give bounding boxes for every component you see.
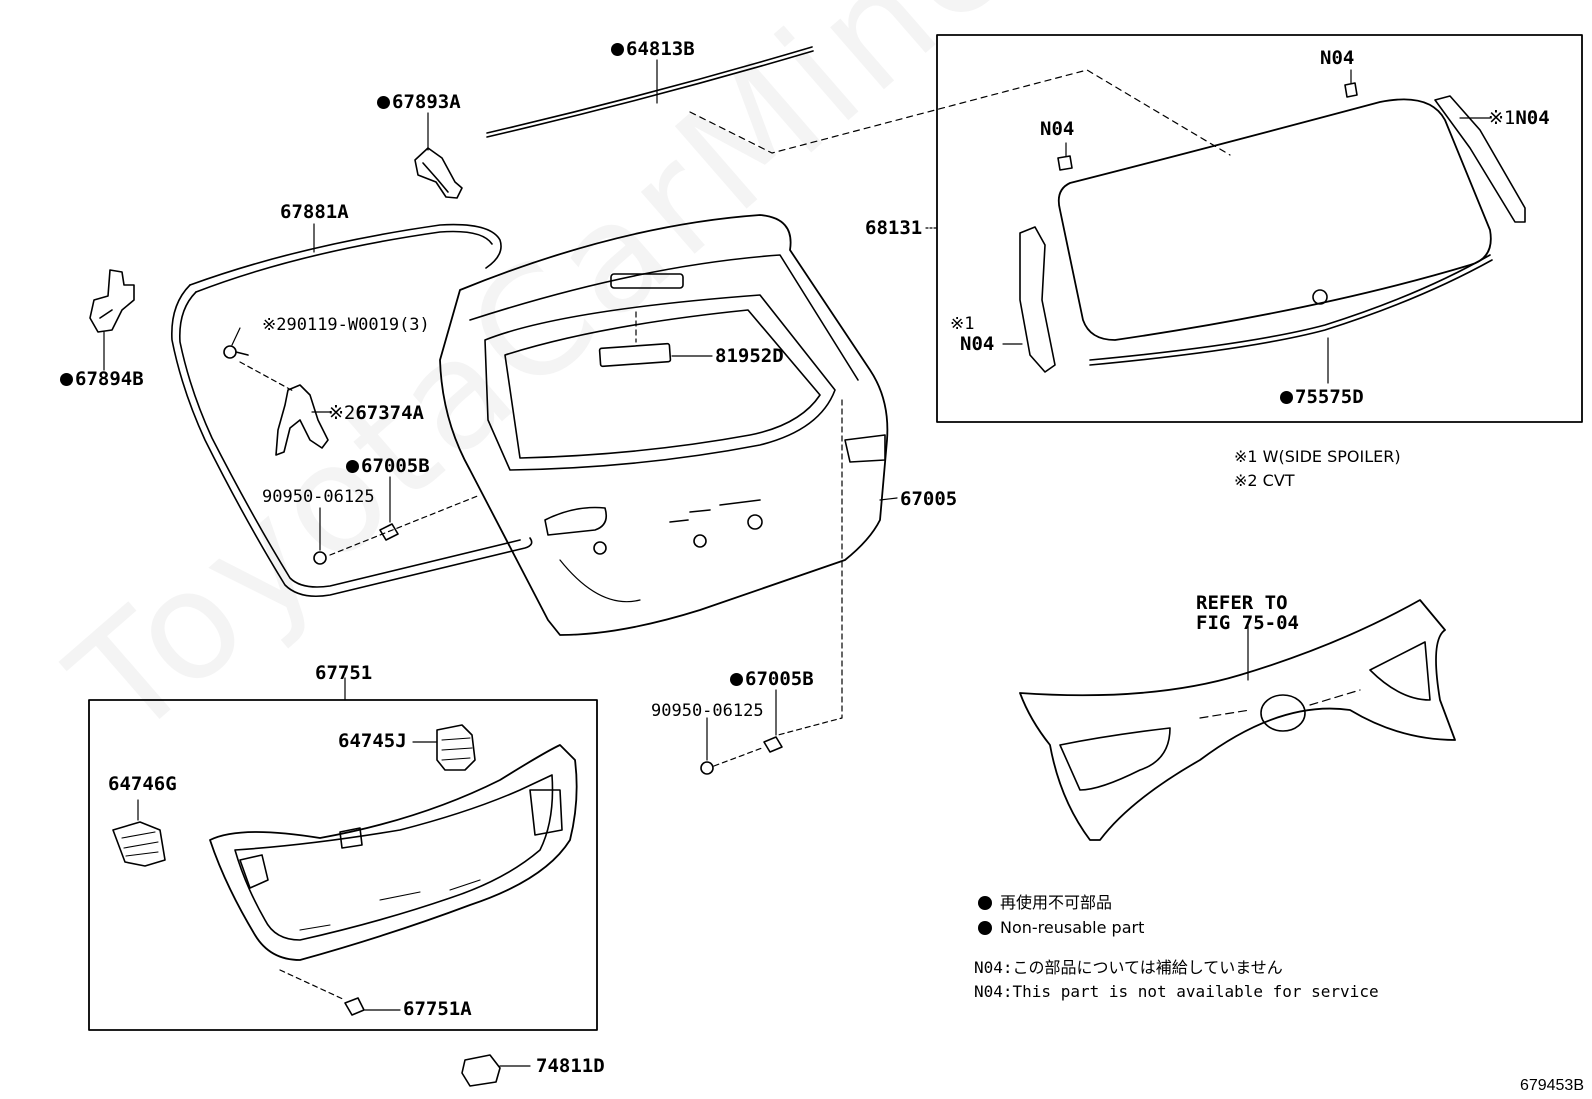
clip-67751A: [344, 997, 401, 1016]
hinge-67894B: [89, 269, 135, 371]
weatherstrip-67881A: [171, 223, 533, 598]
glass-group-box: [936, 34, 1583, 423]
label-68131: 68131: [865, 217, 923, 239]
hinge-67893A: [414, 112, 463, 199]
nonreusable-dot-icon: [730, 673, 743, 686]
label-67005: 67005: [900, 488, 958, 510]
nonreusable-dot-icon: [377, 96, 390, 109]
nonreusable-dot-icon: [346, 460, 359, 473]
legend-japanese: 再使用不可部品: [1000, 893, 1113, 912]
legend-dot-2: [978, 921, 992, 935]
cover-74811D: [461, 1054, 531, 1087]
bolt-and-bracket: [223, 327, 331, 456]
legend-english: Non-reusable part: [1000, 918, 1145, 937]
label-74811D: 74811D: [536, 1055, 605, 1077]
drawing-number: 679453B: [1519, 1077, 1584, 1094]
label-64813B: 64813B: [611, 38, 695, 60]
label-67005B-top: 67005B: [346, 455, 430, 477]
cover-64746G: [112, 799, 166, 867]
label-67751A: 67751A: [403, 998, 472, 1020]
label-75575D: 75575D: [1280, 386, 1364, 408]
leader-door-clip: [777, 399, 843, 736]
trim-group-box: [88, 699, 598, 1031]
door-trim-67751: [209, 677, 578, 1001]
n04-note-japanese: N04:この部品については補給していません: [974, 958, 1283, 977]
label-n04-right: ※1N04: [1488, 107, 1550, 129]
top-molding-strip: [486, 46, 814, 138]
label-64746G: 64746G: [108, 773, 177, 795]
leader-strip-glass: [689, 69, 1231, 156]
clip-bottom: [700, 689, 783, 775]
back-glass-68131: [925, 69, 1526, 384]
nonreusable-dot-icon: [611, 43, 624, 56]
label-n04-bottom-left: N04: [960, 333, 995, 355]
label-n04-top: N04: [1320, 47, 1355, 69]
label-67374A: ※267374A: [328, 402, 424, 424]
stop-lamp-81952D: [598, 311, 713, 368]
figure-reference: FIG 75-04: [1196, 612, 1299, 634]
cover-64745J: [412, 724, 476, 771]
label-67881A: 67881A: [280, 201, 349, 223]
label-90119: ※290119-W0019(3): [262, 315, 430, 335]
label-81952D: 81952D: [715, 345, 784, 367]
label-67893A: 67893A: [377, 91, 461, 113]
label-90950-bottom: 90950-06125: [651, 701, 764, 721]
label-64745J: 64745J: [338, 730, 407, 752]
nonreusable-dot-icon: [60, 373, 73, 386]
label-mark1-left: ※1: [950, 314, 975, 334]
spoiler-reference: [1019, 599, 1456, 841]
n04-note-english: N04:This part is not available for servi…: [974, 982, 1379, 1001]
legend-dot-1: [978, 896, 992, 910]
label-67005B-bottom: 67005B: [730, 668, 814, 690]
label-67751: 67751: [315, 662, 373, 684]
clip-top: [313, 476, 481, 565]
refer-to-text: REFER TO: [1196, 592, 1288, 614]
nonreusable-dot-icon: [1280, 391, 1293, 404]
label-90950-top: 90950-06125: [262, 487, 375, 507]
back-door-67005: [439, 214, 898, 636]
note-side-spoiler: ※1 W(SIDE SPOILER): [1234, 447, 1401, 466]
label-67894B: 67894B: [60, 368, 144, 390]
label-n04-left: N04: [1040, 118, 1075, 140]
note-cvt: ※2 CVT: [1234, 471, 1295, 490]
